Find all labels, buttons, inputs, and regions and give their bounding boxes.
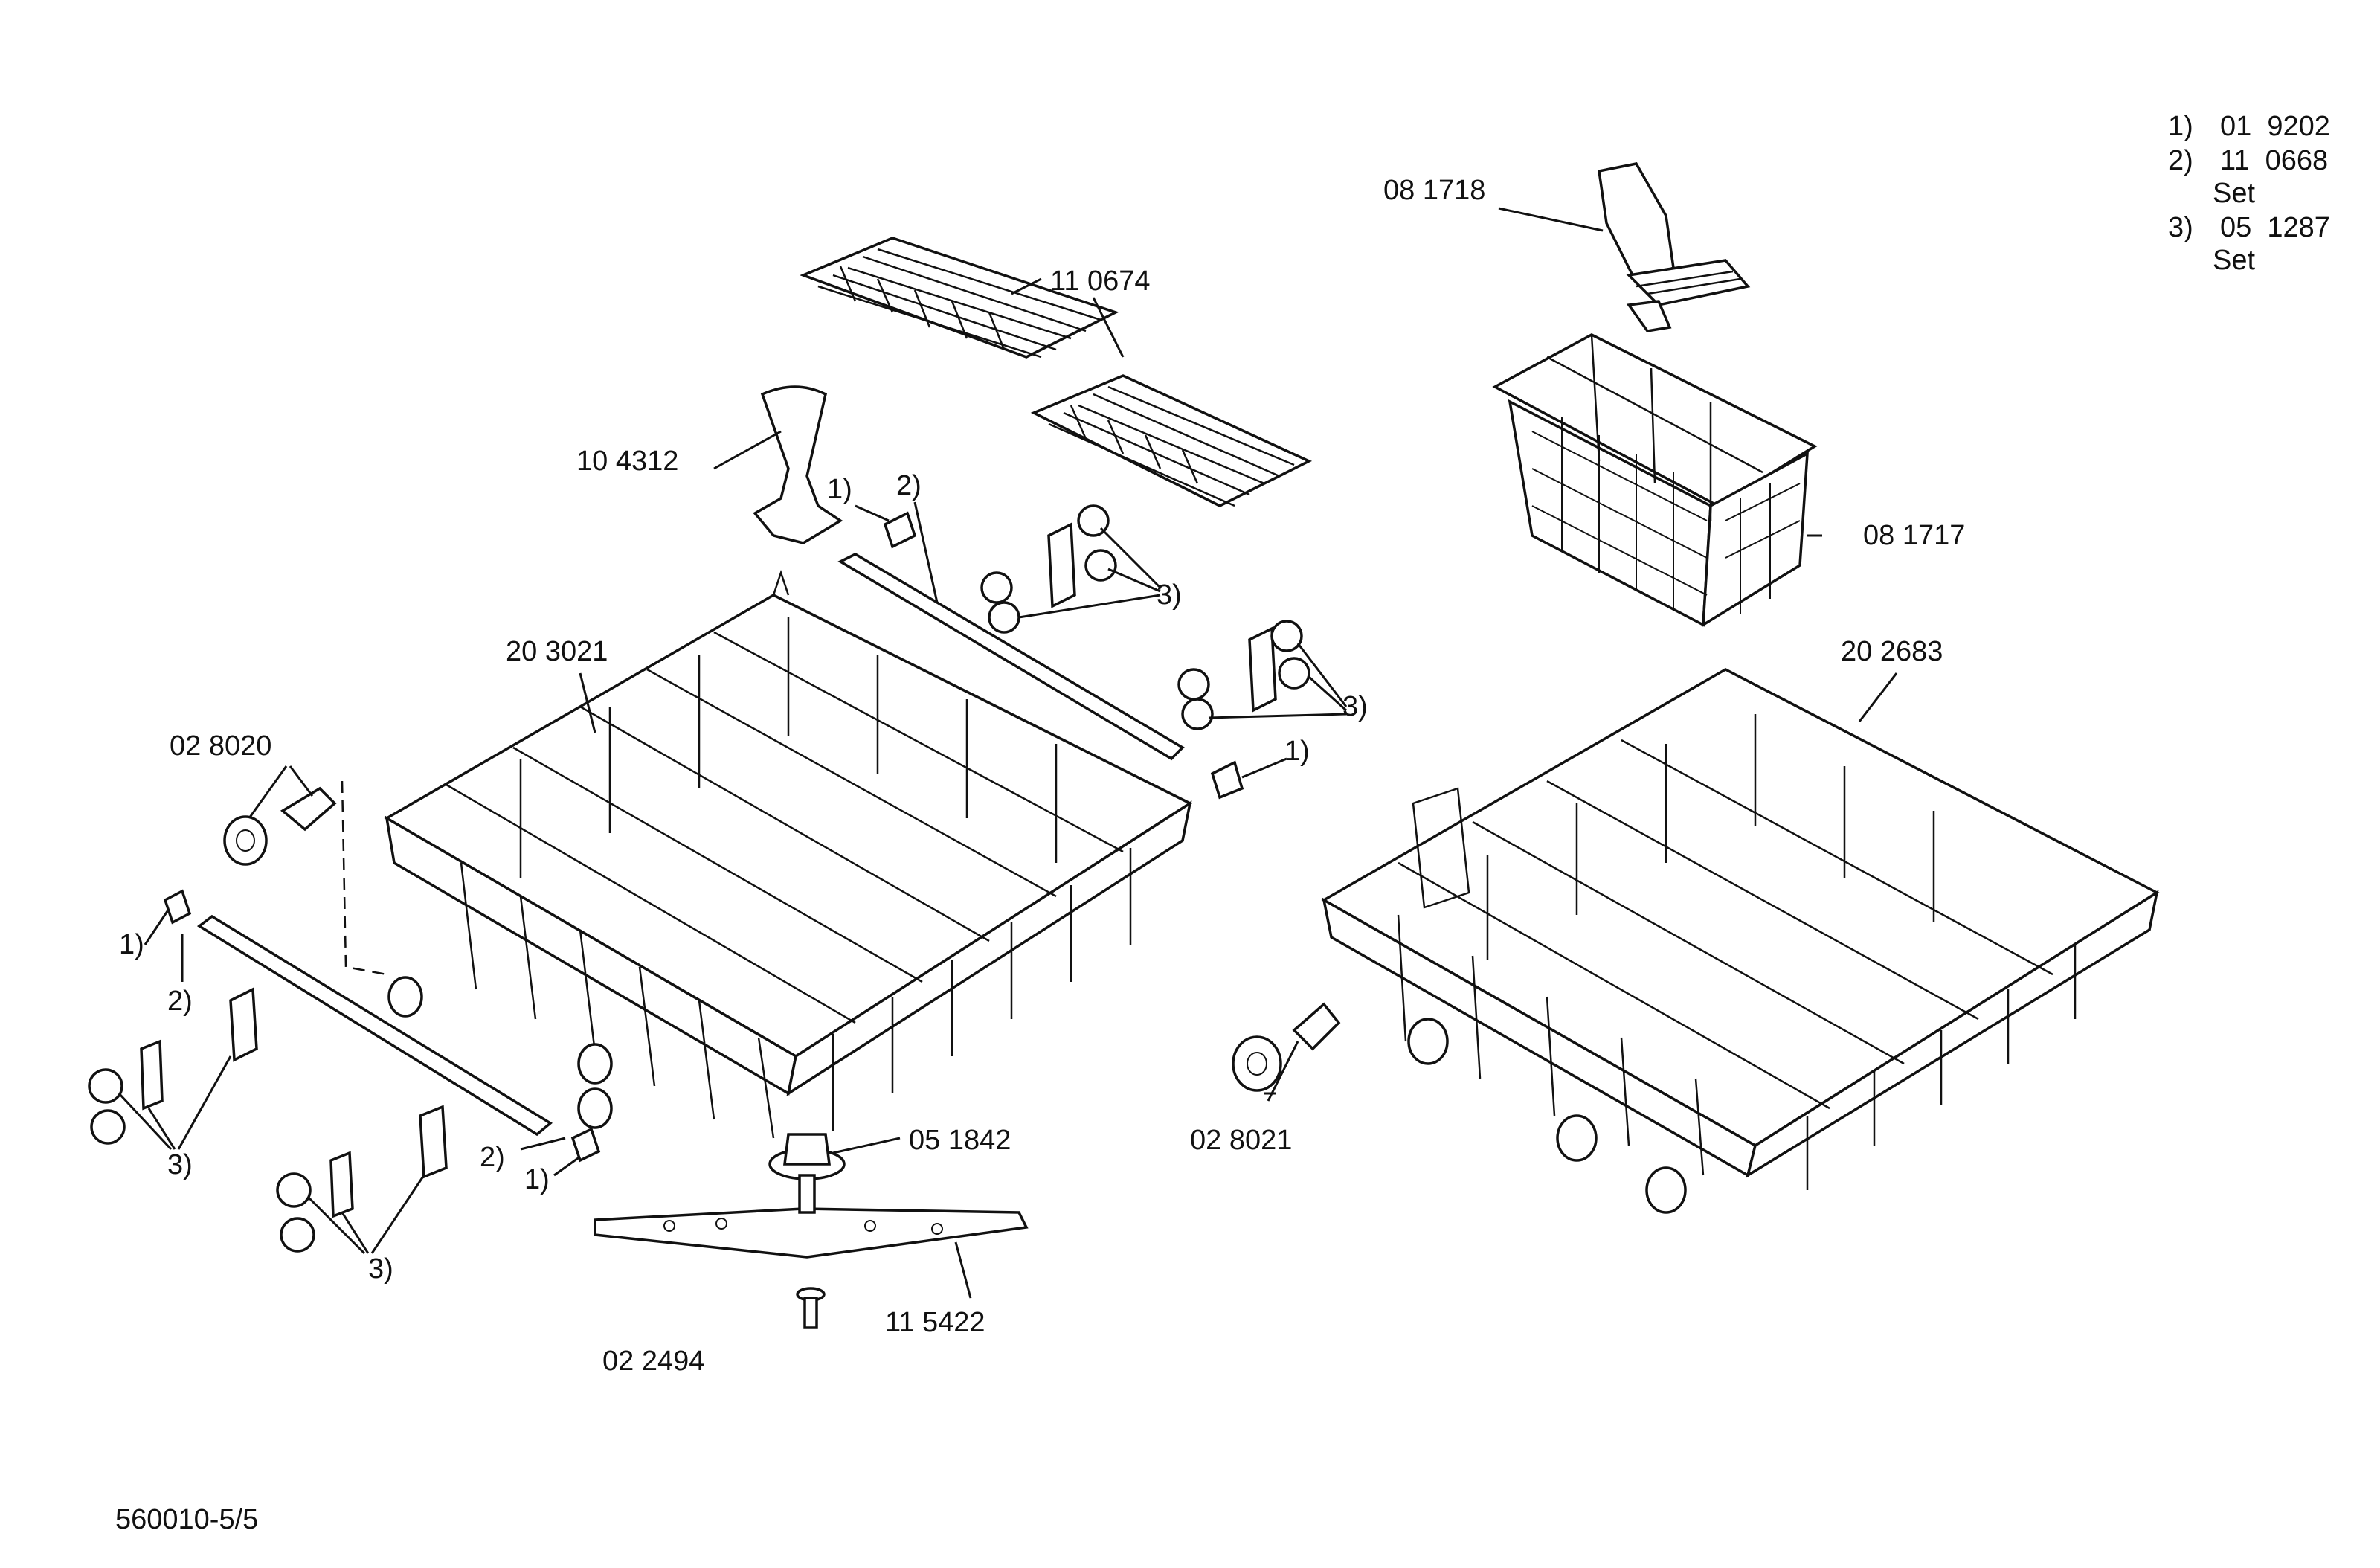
spray-arm-11-5422 (594, 1207, 1029, 1259)
label-08-1717: 08 1717 (1863, 520, 1965, 551)
screw-02-2494 (796, 1287, 826, 1329)
cutlery-grid-bottom (1030, 374, 1313, 507)
bracket-set-upper-right (1177, 620, 1310, 730)
lower-basket-20-2683 (1321, 668, 2160, 1190)
ref-1-lower-left: 1) (524, 1164, 550, 1195)
label-20-3021: 20 3021 (506, 636, 608, 667)
note-2-key: 2) (2168, 145, 2193, 176)
rail-upper-right (837, 553, 1185, 761)
basket-handle-08-1718 (1598, 162, 1751, 332)
label-05-1842: 05 1842 (909, 1125, 1011, 1156)
note-3-value: 05 1287 (2220, 212, 2330, 243)
roller-02-8020 (223, 786, 337, 866)
ref-1-right: 1) (1284, 736, 1310, 767)
note-1-value: 01 9202 (2220, 111, 2330, 142)
label-11-5422: 11 5422 (885, 1307, 985, 1338)
ref-3-upper-right: 3) (1342, 691, 1368, 722)
clip-1-upper (883, 511, 917, 549)
cutlery-grid-top (800, 237, 1119, 359)
ref-2-lower-left: 2) (480, 1142, 505, 1173)
leader-lines (118, 207, 1898, 1299)
bracket-set-left (88, 987, 258, 1145)
note-2-value: 11 0668 (2220, 145, 2328, 176)
ref-3-lower-left: 3) (368, 1253, 393, 1285)
upper-basket-20-3021 (384, 570, 1193, 1139)
cutlery-basket-08-1717 (1492, 333, 1818, 628)
clip-1-left (163, 889, 192, 925)
rail-left (196, 914, 553, 1137)
bracket-set-lower-left (276, 1105, 448, 1253)
label-08-1718: 08 1718 (1383, 175, 1485, 206)
ref-2-upper: 2) (896, 470, 922, 501)
guide-line-left (341, 780, 387, 976)
basket-wheels-lower (1407, 1018, 1687, 1214)
note-3-extra: Set (2213, 245, 2255, 276)
diagram-code: 560010-5/5 (115, 1504, 258, 1535)
bracket-set-upper-center (980, 504, 1117, 634)
label-10-4312: 10 4312 (576, 446, 678, 477)
spray-hub-05-1842 (768, 1133, 846, 1214)
label-02-2494: 02 2494 (602, 1346, 704, 1377)
ref-3-upper-center: 3) (1157, 579, 1182, 611)
notes-key: 1) 01 9202 2) 11 0668 Set 3) 05 1287 Set (2168, 111, 2330, 276)
note-1-key: 1) (2168, 111, 2193, 142)
ref-1-left: 1) (119, 929, 144, 960)
label-02-8020: 02 8020 (170, 730, 271, 762)
basket-wheels-upper (387, 976, 613, 1129)
insert-10-4312 (753, 385, 843, 544)
note-2-extra: Set (2213, 178, 2255, 209)
ref-2-left: 2) (167, 986, 193, 1017)
clip-1-right (1210, 760, 1244, 800)
label-20-2683: 20 2683 (1841, 636, 1943, 667)
roller-02-8021 (1232, 1002, 1341, 1092)
ref-1-upper: 1) (827, 474, 852, 505)
note-3-key: 3) (2168, 212, 2193, 243)
label-02-8021: 02 8021 (1190, 1125, 1292, 1156)
label-11-0674: 11 0674 (1050, 266, 1151, 297)
ref-3-left: 3) (167, 1149, 193, 1180)
clip-1-lower-left (570, 1127, 601, 1163)
